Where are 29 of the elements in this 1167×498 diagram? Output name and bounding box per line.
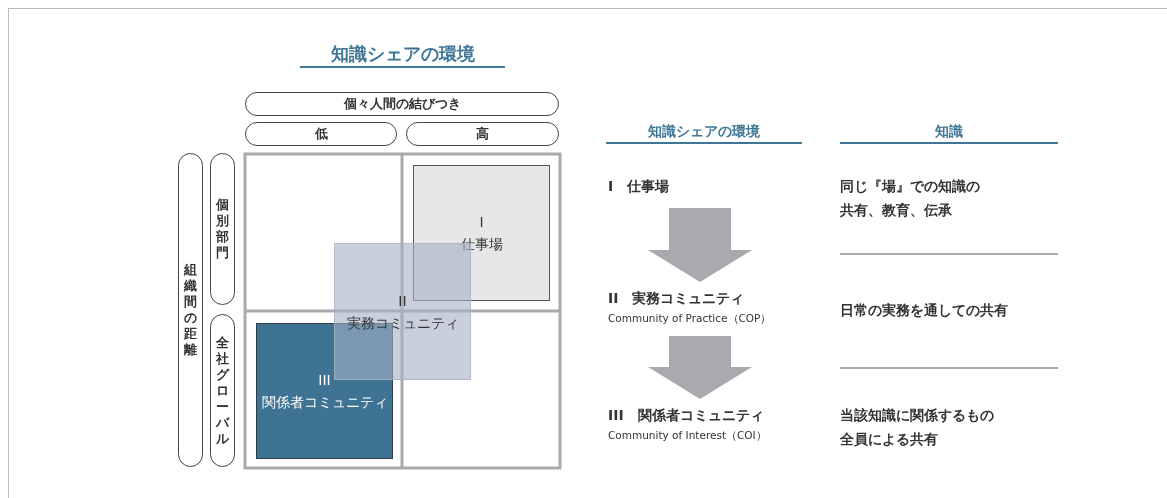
english-label: Community of Practice（COP） bbox=[608, 311, 773, 326]
arrow bbox=[648, 336, 752, 399]
column-heading: 知識 bbox=[840, 120, 1058, 144]
axis-pill bbox=[178, 153, 203, 467]
box-label: 関係者コミュニティ bbox=[260, 393, 389, 412]
box-label: 仕事場 bbox=[459, 235, 504, 254]
knowledge-text: 当該知識に関係するもの全員による共有 bbox=[840, 406, 995, 449]
axis-pill: 低 bbox=[245, 122, 397, 146]
quadrant-box bbox=[413, 165, 550, 301]
english-label: Community of Interest（COI） bbox=[608, 428, 768, 443]
axis-pill: 個々人間の結びつき bbox=[245, 92, 559, 116]
title: 知識シェアの環境 bbox=[300, 42, 505, 68]
axis-label: 組織間の距離 bbox=[183, 262, 198, 358]
knowledge-text: 日常の実務を通しての共有 bbox=[840, 301, 1009, 320]
stage-label: I 仕事場 bbox=[608, 174, 802, 202]
axis-pill bbox=[210, 314, 235, 467]
column-heading: 知識シェアの環境 bbox=[606, 120, 802, 144]
box-label: 実務コミュニティ bbox=[345, 313, 460, 333]
knowledge-text: 同じ『場』での知識の共有、教育、伝承 bbox=[840, 177, 981, 220]
axis-label: 個別部門 bbox=[215, 197, 230, 261]
axis-pill bbox=[210, 153, 235, 305]
roman-numeral: III bbox=[317, 371, 332, 390]
axis-label: 全社グローバル bbox=[215, 334, 230, 447]
stage-label: II 実務コミュニティ bbox=[608, 289, 746, 308]
axis-pill: 高 bbox=[406, 122, 559, 146]
stage-label: III 関係者コミュニティ bbox=[608, 406, 765, 425]
arrow bbox=[648, 208, 752, 282]
roman-numeral: II bbox=[397, 291, 408, 311]
roman-numeral: I bbox=[478, 213, 485, 232]
